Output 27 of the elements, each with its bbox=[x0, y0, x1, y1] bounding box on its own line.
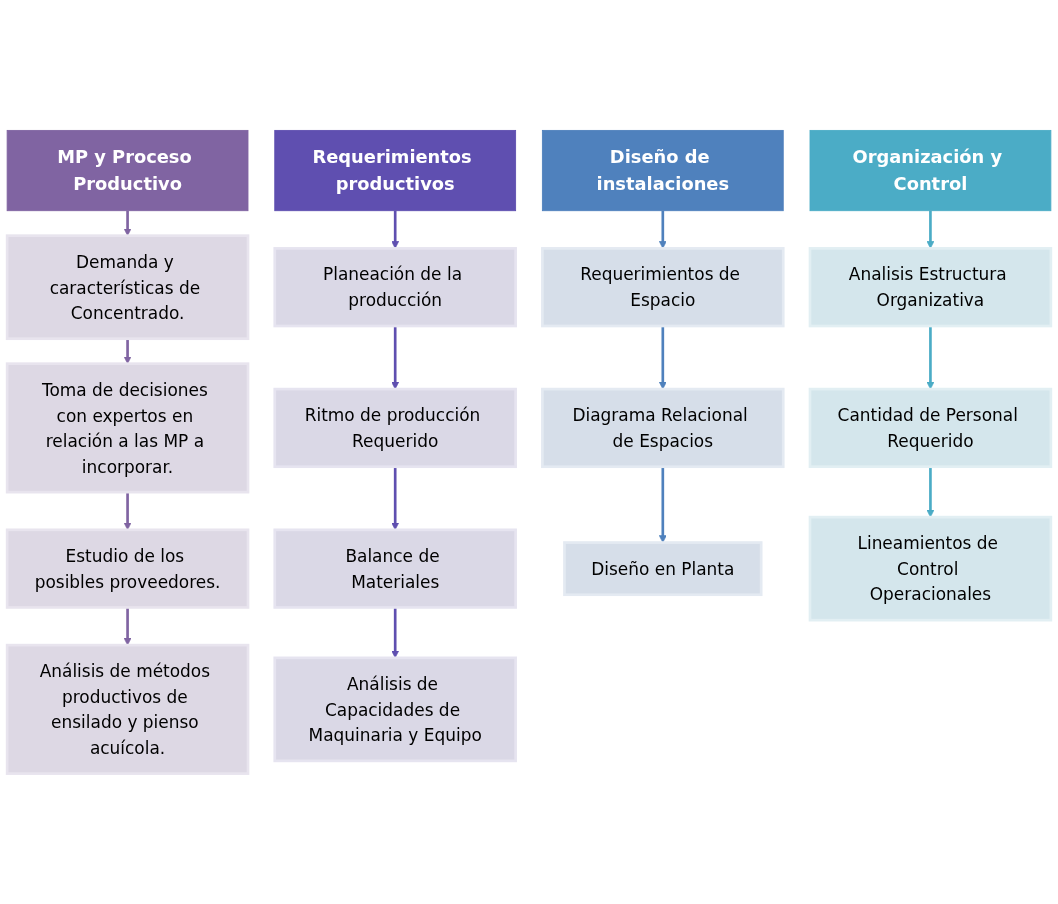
node-box: Análisis de métodos productivos de ensilado y pienso acuícola. bbox=[5, 643, 250, 775]
node-box: Requerimientos productivos bbox=[274, 129, 517, 212]
node-box: Diagrama Relacional de Espacios bbox=[541, 387, 785, 469]
arrow bbox=[926, 466, 935, 518]
node-box: Diseño en Planta bbox=[563, 541, 763, 597]
node-box: Estudio de los posibles proveedores. bbox=[5, 528, 250, 609]
node-box: Planeación de la producción bbox=[273, 247, 517, 328]
node-box: Balance de Materiales bbox=[273, 528, 517, 609]
arrow bbox=[391, 210, 400, 249]
node-box: Ritmo de producción Requerido bbox=[273, 387, 517, 469]
arrow bbox=[658, 326, 667, 390]
arrow bbox=[123, 607, 132, 646]
node-box: Analisis Estructura Organizativa bbox=[808, 247, 1053, 328]
arrow bbox=[658, 210, 667, 249]
node-box: MP y Proceso Productivo bbox=[6, 129, 249, 212]
node-box: Cantidad de Personal Requerido bbox=[808, 387, 1053, 469]
node-box: Organización y Control bbox=[809, 129, 1052, 212]
node-box: Toma de decisiones con expertos en relación a las MP a incorporar. bbox=[5, 362, 250, 494]
node-box: Análisis de Capacidades de Maquinaria y Equipo bbox=[273, 656, 517, 763]
arrow bbox=[926, 210, 935, 249]
arrow bbox=[658, 466, 667, 543]
node-box: Lineamientos de Control Operacionales bbox=[808, 515, 1053, 622]
arrow bbox=[391, 326, 400, 390]
node-box: Demanda y características de Concentrado. bbox=[5, 234, 250, 341]
node-box: Requerimientos de Espacio bbox=[541, 247, 785, 328]
node-box: Diseño de instalaciones bbox=[541, 129, 784, 212]
arrow bbox=[926, 326, 935, 390]
